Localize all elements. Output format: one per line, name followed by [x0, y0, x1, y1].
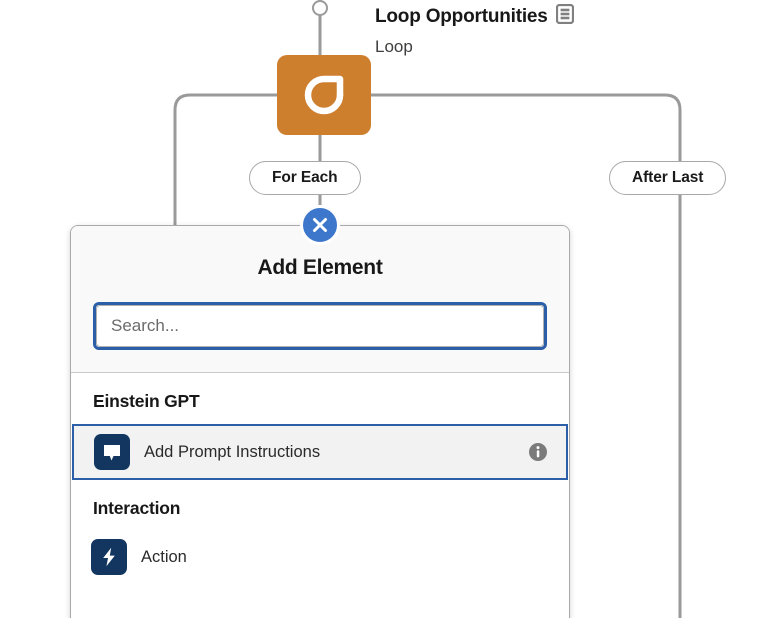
- element-row-action[interactable]: Action: [71, 531, 569, 583]
- branch-pill-for-each[interactable]: For Each: [249, 161, 361, 195]
- add-element-panel: Add Element Einstein GPT Add Prompt Inst…: [70, 225, 570, 618]
- panel-header: Add Element: [71, 226, 569, 373]
- notes-list-icon[interactable]: [555, 3, 574, 29]
- start-circle-icon[interactable]: [312, 0, 328, 16]
- node-subtitle: Loop: [375, 37, 413, 56]
- loop-node-labels: Loop Opportunities Loop: [375, 3, 705, 57]
- section-header-interaction: Interaction: [93, 498, 181, 518]
- branch-pill-after-last[interactable]: After Last: [609, 161, 727, 195]
- element-label: Add Prompt Instructions: [144, 442, 321, 461]
- element-row-add-prompt-instructions[interactable]: Add Prompt Instructions: [72, 424, 568, 480]
- search-input[interactable]: [96, 305, 544, 347]
- panel-title: Add Element: [257, 256, 383, 279]
- loop-refresh-icon: [298, 69, 350, 121]
- branch-pill-label: After Last: [632, 169, 704, 186]
- loop-node[interactable]: [277, 55, 371, 135]
- close-panel-button[interactable]: [300, 205, 340, 245]
- panel-body: Einstein GPT Add Prompt Instructions: [71, 373, 569, 618]
- node-title: Loop Opportunities: [375, 5, 548, 27]
- branch-pill-label: For Each: [272, 169, 338, 186]
- lightning-bolt-icon: [91, 539, 127, 575]
- info-circle-icon[interactable]: [528, 442, 548, 462]
- close-x-icon: [311, 216, 329, 234]
- prompt-chat-bubble-icon: [94, 434, 130, 470]
- element-label: Action: [141, 547, 187, 566]
- search-field-wrapper: [93, 302, 547, 350]
- section-header-einstein-gpt: Einstein GPT: [93, 391, 200, 411]
